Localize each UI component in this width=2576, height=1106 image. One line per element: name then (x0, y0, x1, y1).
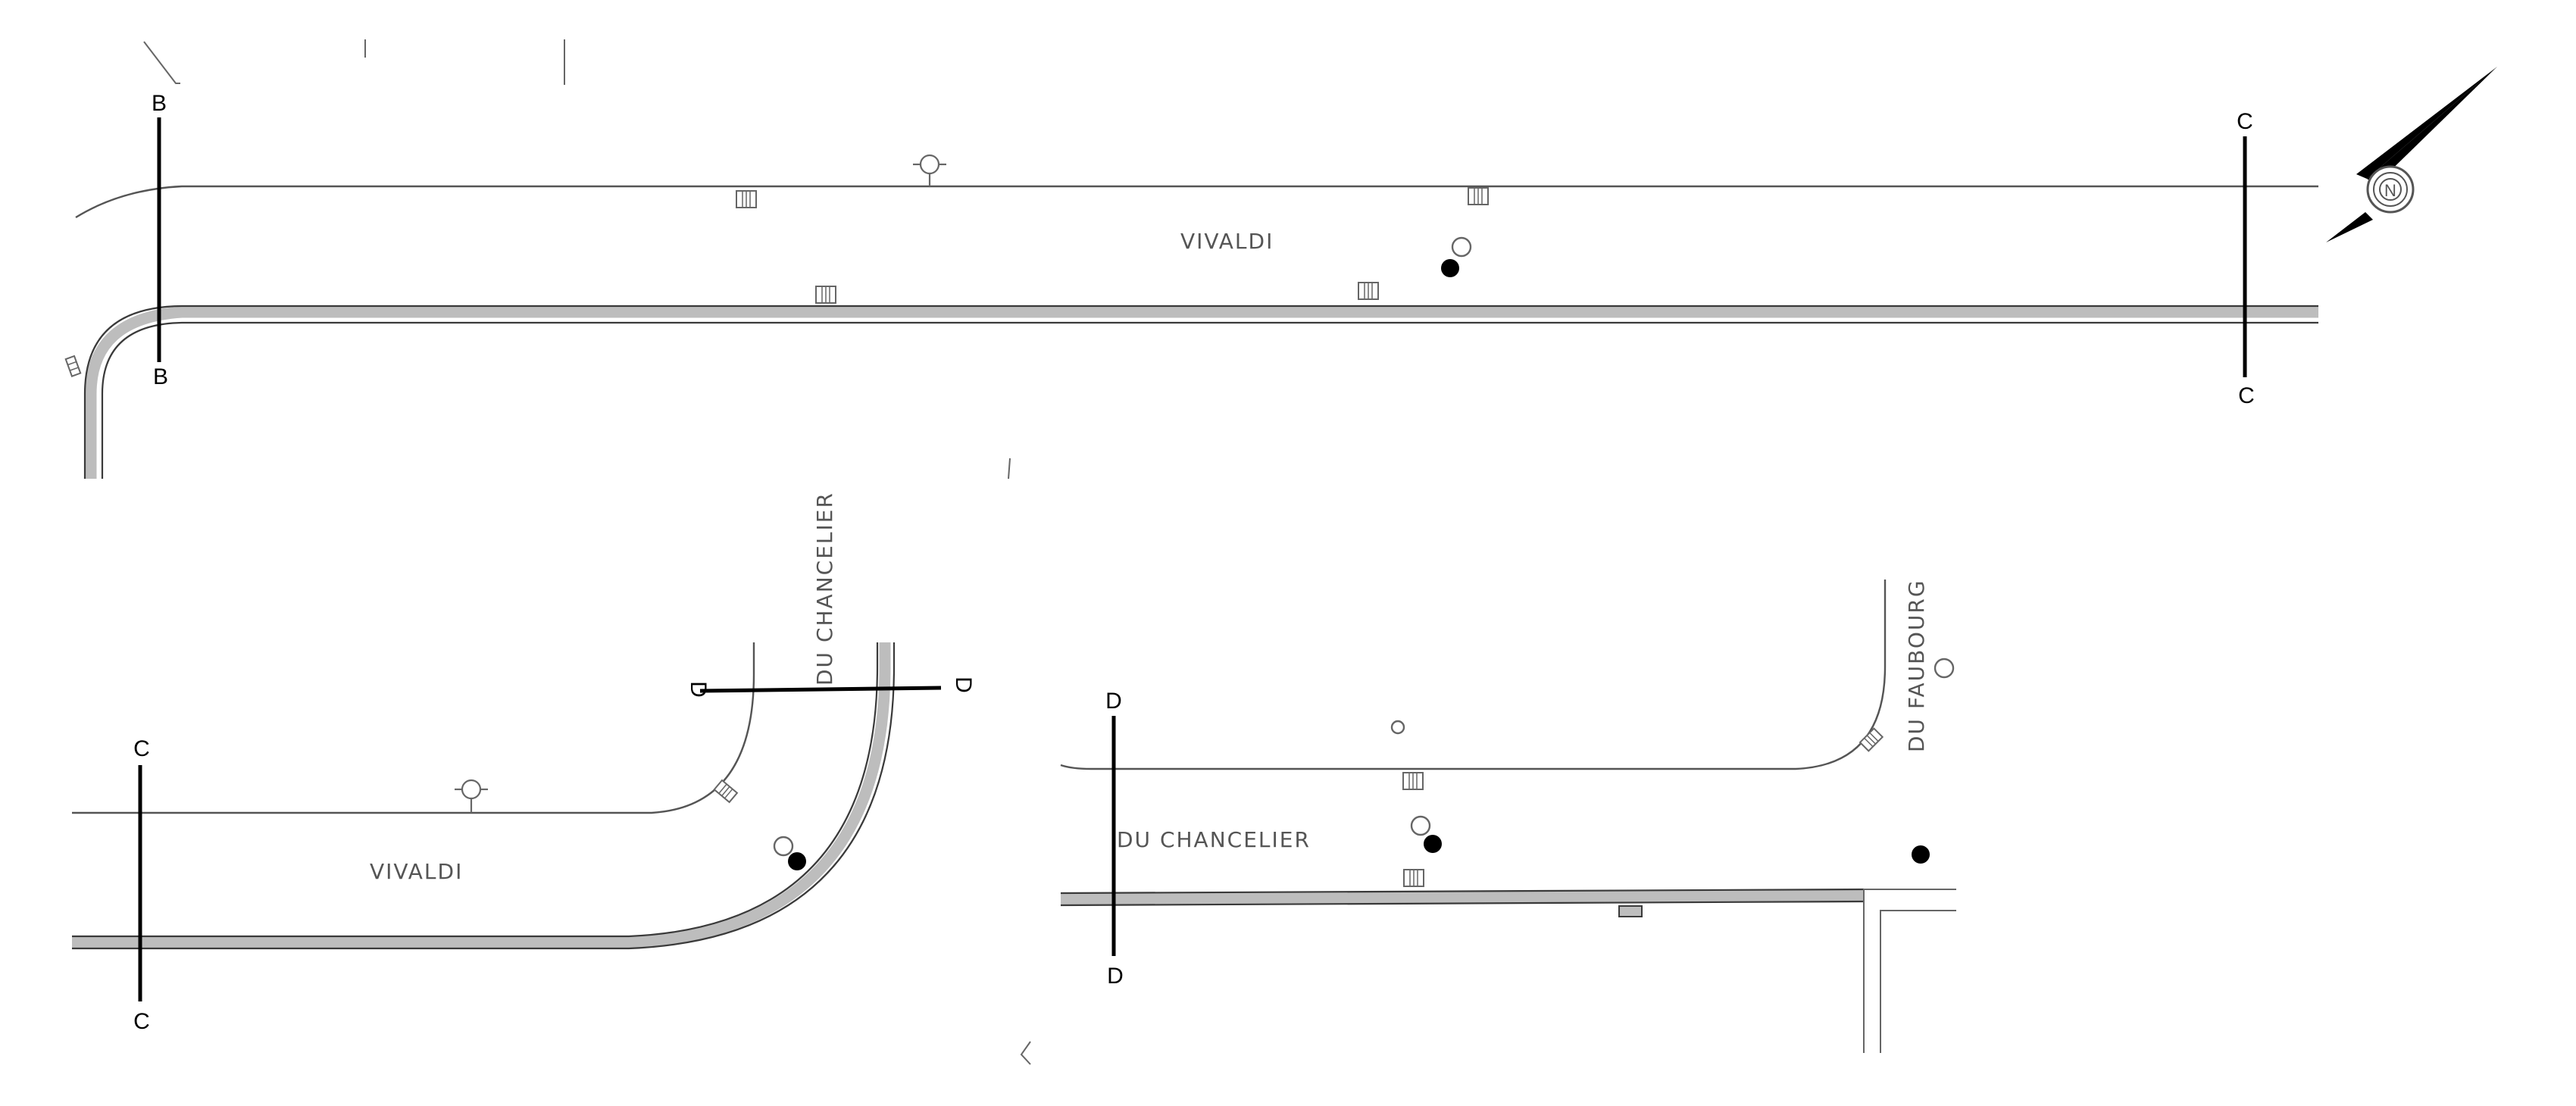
section-label-b-top: B (152, 91, 167, 116)
hollow-point-icon (1934, 658, 1955, 679)
road-edge-north (75, 185, 2318, 219)
section-label-d-left: D (686, 681, 711, 698)
road-edge-cross (1863, 889, 1956, 1053)
street-label-chancelier-vertical: DU CHANCELIER (812, 492, 837, 686)
drain-icon (1859, 727, 1884, 752)
solid-point-icon (1441, 259, 1459, 277)
drain-icon (64, 355, 82, 377)
curb-inner-edge (72, 642, 896, 950)
street-label-faubourg: DU FAUBOURG (1904, 579, 1929, 752)
road-edge-inner (72, 642, 755, 814)
street-label-vivaldi-2: VIVALDI (370, 859, 463, 884)
curb-outer (72, 642, 891, 948)
hollow-point-icon (773, 836, 794, 857)
north-arrow-icon: N (2326, 67, 2497, 242)
hollow-point-icon (1390, 720, 1405, 735)
section-label-d-right: D (951, 676, 976, 693)
section-label-b-bottom: B (153, 364, 168, 389)
section-label-d2-bottom: D (1107, 964, 1124, 989)
north-label: N (2384, 181, 2396, 200)
road-edge-cross-2 (1880, 910, 1956, 1053)
drain-icon (1358, 282, 1379, 300)
curb-south-2-top (1060, 888, 1865, 895)
solid-point-icon (1912, 845, 1930, 864)
tick-mark (143, 41, 180, 84)
curb-south-inner (101, 321, 2318, 479)
street-label-chancelier: DU CHANCELIER (1117, 827, 1311, 852)
tick-mark (1020, 1041, 1031, 1065)
solid-point-icon (788, 852, 806, 870)
tick-mark (1008, 458, 1011, 480)
drain-icon (1403, 869, 1424, 887)
street-lamp-icon (455, 779, 488, 813)
curb-south-2-bottom (1060, 900, 1865, 907)
curb-south-2 (1060, 889, 1865, 905)
drain-icon (815, 286, 836, 304)
panel-vivaldi-bottom: VIVALDI DU CHANCELIER C C D D (72, 492, 1031, 1065)
section-label-c-bottom: C (2238, 383, 2255, 408)
section-label-c-top: C (2237, 109, 2253, 134)
section-label-c2-bottom: C (133, 1009, 150, 1034)
section-label-c2-top: C (133, 736, 150, 761)
curb-south (85, 306, 2318, 479)
solid-point-icon (1424, 835, 1442, 853)
road-edge-north-2 (1060, 580, 1887, 770)
section-line-d (699, 686, 942, 693)
drain-icon (1468, 187, 1489, 205)
drain-icon (736, 190, 757, 208)
street-label-vivaldi: VIVALDI (1180, 229, 1274, 254)
curb-notch (1618, 905, 1643, 917)
hollow-point-icon (1451, 236, 1472, 258)
panel-chancelier: DU CHANCELIER DU FAUBOURG D D (1060, 579, 1956, 1053)
hollow-point-icon (1410, 815, 1431, 836)
curb-outer-edge (72, 642, 879, 938)
drain-icon (713, 779, 739, 804)
curb-south-outer (83, 305, 2318, 479)
section-label-d2-top: D (1105, 689, 1122, 714)
drain-icon (1402, 772, 1424, 790)
panel-vivaldi-top: VIVALDI B B C C (64, 39, 2318, 480)
street-lamp-icon (913, 154, 946, 186)
